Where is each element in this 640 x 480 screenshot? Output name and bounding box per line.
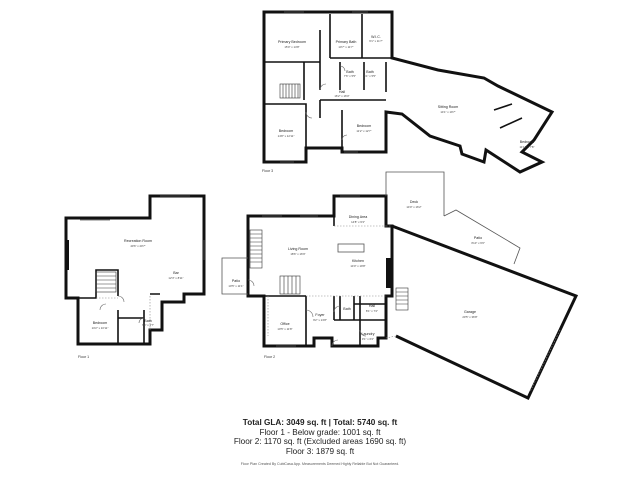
floor-2-outline (246, 194, 394, 348)
deck-outline (385, 171, 445, 216)
room-dimensions: 20'5" x 36'8" (462, 315, 477, 319)
room-dimensions: 15'0" x 14'8" (284, 45, 299, 49)
room-label: Kitchen (352, 259, 364, 263)
room-dimensions: 40'6" x 20'7" (130, 244, 145, 248)
floor-2-area: Floor 2: 1170 sq. ft (Excluded areas 169… (233, 437, 407, 447)
room-label: Sitting Room (438, 105, 459, 109)
room-dimensions: 18'6" x 16'9" (290, 252, 305, 256)
room-dimensions: 14'0" x 19'8" (350, 264, 365, 268)
room-label: Bedroom (357, 124, 372, 128)
floor-1-outline (64, 194, 206, 346)
room-dimensions: 3'10" x 6'6" (471, 241, 485, 245)
room-label: Recreation Room (124, 239, 152, 243)
room-label: Bedroom (520, 140, 535, 144)
room-label: Bar (173, 271, 179, 275)
floor-label: Floor 3 (262, 169, 273, 173)
room-label: Hall (339, 90, 345, 94)
garage-outline (391, 224, 579, 400)
room-label: Patio (232, 279, 240, 283)
room-label: W.I.C. (371, 35, 381, 39)
room-label: Bath (366, 70, 373, 74)
room-dimensions: 14'8" x 12'11" (278, 134, 295, 138)
disclaimer-footer: Floor Plan Created By CubiCasa App. Meas… (240, 462, 400, 467)
floor-label: Floor 1 (78, 355, 89, 359)
room-label: Living Room (288, 247, 308, 251)
floor-2-plan: Dining Area 14'8" x 9'3" Living Room 18'… (221, 171, 579, 400)
room-label: Primary Bath (336, 40, 357, 44)
room-dimensions: 10'5" x 11'1" (228, 284, 243, 288)
floor-3-area: Floor 3: 1879 sq. ft (285, 446, 355, 456)
patio-railing (443, 209, 521, 265)
room-label: Laundry (362, 332, 375, 336)
area-summary: Total GLA: 3049 sq. ft | Total: 5740 sq.… (0, 418, 640, 466)
room-label: Garage (464, 310, 476, 314)
room-label: Bedroom (93, 321, 108, 325)
floor-label: Floor 2 (264, 355, 275, 359)
room-dimensions: 14'8" x 9'3" (351, 220, 365, 224)
room-label: Dining Area (349, 215, 368, 219)
room-dimensions: 12'3" x 8'11" (168, 276, 183, 280)
room-dimensions: 6'1" x 11'7" (369, 39, 383, 43)
room-dimensions: 5'1" x 5'5" (364, 74, 376, 78)
room-dimensions: 7'6" x 5'5" (344, 74, 356, 78)
room-label: Bath (346, 70, 353, 74)
floor-3-outline (262, 10, 555, 174)
room-dimensions: 10'7" x 11'7" (338, 45, 353, 49)
room-label: Deck (410, 200, 418, 204)
patio-outline (221, 257, 248, 295)
floor-1-area: Floor 1 - Below grade: 1001 sq. ft (259, 427, 381, 437)
room-dimensions: 9'1" x 6'2" (362, 337, 374, 341)
room-label: Foyer (315, 313, 325, 317)
room-label: Patio (474, 236, 482, 240)
room-dimensions: 14'1" x 19'7" (440, 110, 455, 114)
room-label: Primary Bedroom (278, 40, 306, 44)
room-dimensions: 10'5" x 11'8" (277, 327, 292, 331)
room-dimensions: 11'11" x 7'8" (520, 145, 535, 149)
room-dimensions: 9'2" x 13'8" (313, 318, 327, 322)
room-label: Hall (369, 304, 375, 308)
room-dimensions: 11'2" x 12'7" (356, 129, 371, 133)
room-dimensions: 10'2" x 10'11" (92, 326, 109, 330)
floor-3-plan: Primary Bedroom 15'0" x 14'8" Primary Ba… (262, 10, 555, 174)
room-dimensions: 7'6" x 4'7" (142, 323, 154, 327)
room-dimensions: 8'1" x 7'2" (366, 309, 378, 313)
room-label: Bath (343, 307, 350, 311)
room-dimensions: 16'2" x 16'0" (334, 94, 349, 98)
total-area-title: Total GLA: 3049 sq. ft | Total: 5740 sq.… (242, 418, 398, 427)
room-label: Bedroom (279, 129, 294, 133)
room-label: Bath (144, 319, 151, 323)
room-label: Office (280, 322, 289, 326)
floor-1-plan: Recreation Room 40'6" x 20'7" Bar 12'3" … (64, 194, 206, 359)
room-dimensions: 14'0" x 16'2" (406, 205, 421, 209)
